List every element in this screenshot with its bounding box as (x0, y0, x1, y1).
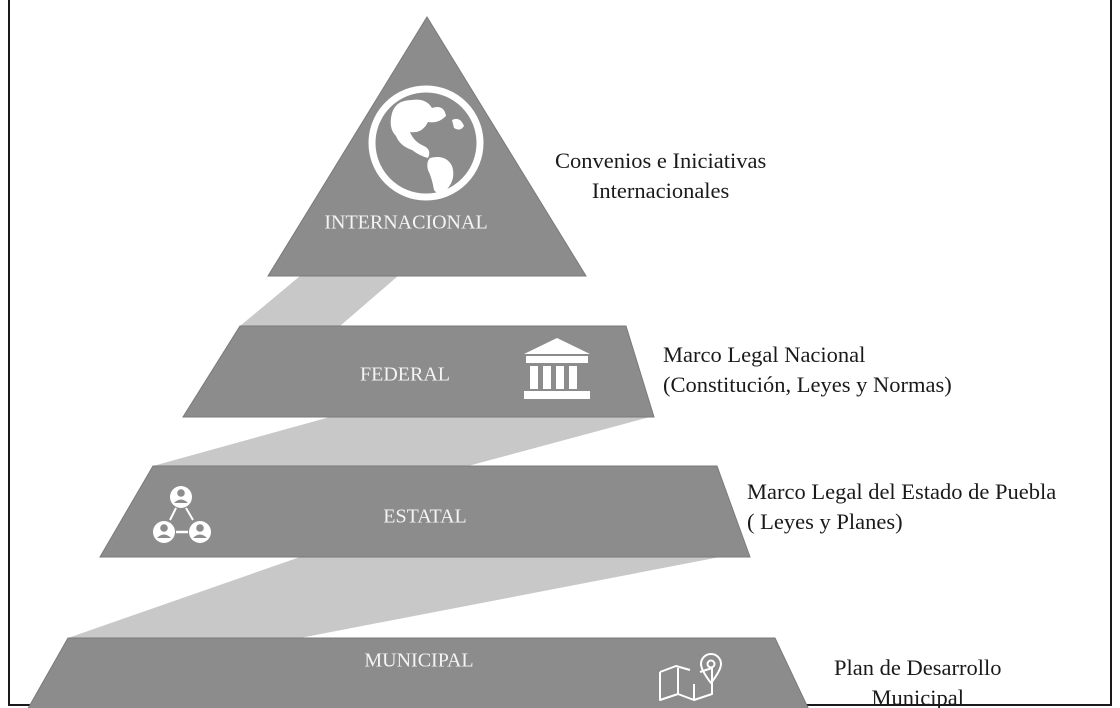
tier-municipal-label: MUNICIPAL (364, 650, 473, 672)
description-federal-line-2: (Constitución, Leyes y Normas) (663, 372, 952, 397)
description-federal: Marco Legal Nacional (Constitución, Leye… (663, 340, 952, 400)
tier-estatal-shape (99, 465, 751, 558)
ribbon-internacional-federal (240, 276, 398, 326)
tier-federal: FEDERAL (182, 325, 655, 418)
description-estatal-line-1: Marco Legal del Estado de Puebla (747, 479, 1057, 504)
globe-icon (368, 85, 484, 201)
description-estatal: Marco Legal del Estado de Puebla ( Leyes… (747, 477, 1056, 537)
people-network-icon (153, 486, 211, 543)
tier-municipal: MUNICIPAL (27, 637, 809, 708)
tier-estatal: ESTATAL (99, 465, 751, 558)
description-municipal-line-1: Plan de Desarrollo (834, 655, 1002, 680)
tier-internacional-label: INTERNACIONAL (324, 212, 487, 234)
tier-estatal-label: ESTATAL (383, 506, 466, 528)
map-pin-icon (659, 653, 722, 701)
description-estatal-line-2: ( Leyes y Planes) (747, 509, 903, 534)
connector-ribbons (68, 276, 720, 638)
tier-internacional: INTERNACIONAL (267, 16, 587, 277)
description-internacional: Convenios e Iniciativas Internacionales (555, 146, 766, 206)
ribbon-federal-estatal (153, 417, 650, 466)
ribbon-estatal-municipal (68, 557, 720, 638)
description-municipal: Plan de Desarrollo Municipal (834, 653, 1001, 708)
description-internacional-line-2: Internacionales (591, 178, 730, 203)
tier-federal-label: FEDERAL (360, 364, 450, 386)
government-building-icon (524, 338, 590, 399)
description-federal-line-1: Marco Legal Nacional (663, 342, 866, 367)
tier-municipal-shape (27, 637, 809, 708)
description-municipal-line-2: Municipal (871, 685, 964, 708)
description-internacional-line-1: Convenios e Iniciativas (555, 148, 767, 173)
